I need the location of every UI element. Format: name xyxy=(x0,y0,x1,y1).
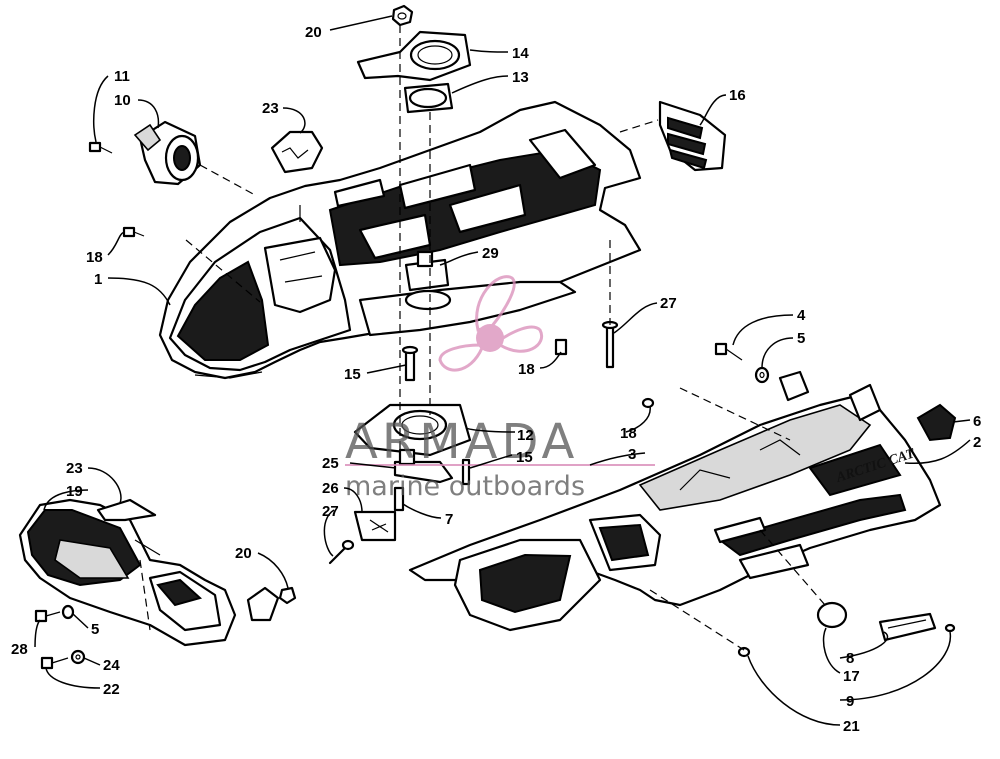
washer-part-5-right xyxy=(754,366,770,384)
callout-27: 27 xyxy=(660,295,677,312)
callout-18: 18 xyxy=(518,361,535,378)
assembly-lines xyxy=(139,25,826,651)
callout-20: 20 xyxy=(235,545,252,562)
callout-14: 14 xyxy=(512,45,529,62)
callout-11: 11 xyxy=(114,68,130,85)
mount-plate-part-14 xyxy=(356,30,472,82)
nosepan-part-19 xyxy=(18,498,237,647)
leader-lines xyxy=(34,15,971,726)
callout-15: 15 xyxy=(516,449,533,466)
mount-block-part-6 xyxy=(916,403,957,442)
stud-part-15-lower xyxy=(461,458,471,486)
callout-12: 12 xyxy=(517,427,534,444)
callout-27: 27 xyxy=(322,503,339,520)
callout-9: 9 xyxy=(846,693,854,710)
mount-plate-part-12 xyxy=(353,403,472,457)
callout-25: 25 xyxy=(322,455,339,472)
cap-part-17 xyxy=(816,601,848,629)
bolt-part-28 xyxy=(34,609,61,623)
washer-part-24 xyxy=(70,649,86,665)
gasket-part-13 xyxy=(403,82,454,114)
callout-23: 23 xyxy=(66,460,83,477)
callout-4: 4 xyxy=(797,307,806,324)
vent-grille-part-16 xyxy=(658,100,727,172)
callout-22: 22 xyxy=(103,681,120,698)
screw-part-21 xyxy=(737,646,751,658)
callout-20: 20 xyxy=(305,24,322,41)
bolt-part-4 xyxy=(714,342,743,361)
callout-19: 19 xyxy=(66,483,83,500)
watermark-brand: ARMADA xyxy=(345,414,578,470)
clip-part-5-right xyxy=(778,370,810,402)
bracket-part-20-lower xyxy=(246,586,297,622)
callout-8: 8 xyxy=(846,650,854,667)
callout-23: 23 xyxy=(262,100,279,117)
strap-part-26 xyxy=(353,510,397,542)
callout-18: 18 xyxy=(620,425,637,442)
callout-5: 5 xyxy=(797,330,805,347)
callout-18: 18 xyxy=(86,249,103,266)
bracket-part-25 xyxy=(393,448,454,484)
decal-part-23-lower xyxy=(96,498,157,522)
callout-29: 29 xyxy=(482,245,499,262)
watermark-tagline: marine outboards xyxy=(345,471,585,502)
propeller-logo xyxy=(438,275,544,372)
callout-24: 24 xyxy=(103,657,120,674)
mount-bracket-part-29 xyxy=(404,250,452,311)
steering-support-part-10 xyxy=(133,120,202,186)
hood-part-2: ARCTIC CAT xyxy=(408,383,942,632)
callout-28: 28 xyxy=(11,641,28,658)
screw-part-18-left xyxy=(122,226,145,238)
callout-5: 5 xyxy=(91,621,99,638)
callout-26: 26 xyxy=(322,480,339,497)
reflector-part-8 xyxy=(878,612,937,642)
callout-10: 10 xyxy=(114,92,131,109)
rivet-part-27-right xyxy=(601,320,619,369)
callout-7: 7 xyxy=(445,511,453,528)
callout-15: 15 xyxy=(344,366,361,383)
bolt-part-22 xyxy=(40,656,69,670)
screw-part-18-mid xyxy=(554,338,568,356)
nut-part-20-top xyxy=(391,4,414,27)
screw-part-18-right xyxy=(641,397,655,409)
callout-17: 17 xyxy=(843,668,860,685)
callout-13: 13 xyxy=(512,69,529,86)
callout-21: 21 xyxy=(843,718,860,735)
stud-part-15-upper xyxy=(401,345,419,382)
rivet-part-27-left xyxy=(328,539,355,565)
callout-3: 3 xyxy=(628,446,636,463)
callout-labels: 20 14 13 11 10 23 16 18 1 29 27 4 5 15 1… xyxy=(11,24,981,735)
callout-1: 1 xyxy=(94,271,102,288)
callout-16: 16 xyxy=(729,87,746,104)
callout-6: 6 xyxy=(973,413,981,430)
screw-part-9 xyxy=(944,623,956,633)
armada-watermark: ARMADA marine outboards xyxy=(345,275,655,502)
callout-2: 2 xyxy=(973,434,981,451)
washer-part-5-left xyxy=(61,604,75,620)
bolt-part-11 xyxy=(88,141,113,154)
bolt-part-7 xyxy=(393,486,405,512)
decal-part-23-top xyxy=(270,130,324,174)
